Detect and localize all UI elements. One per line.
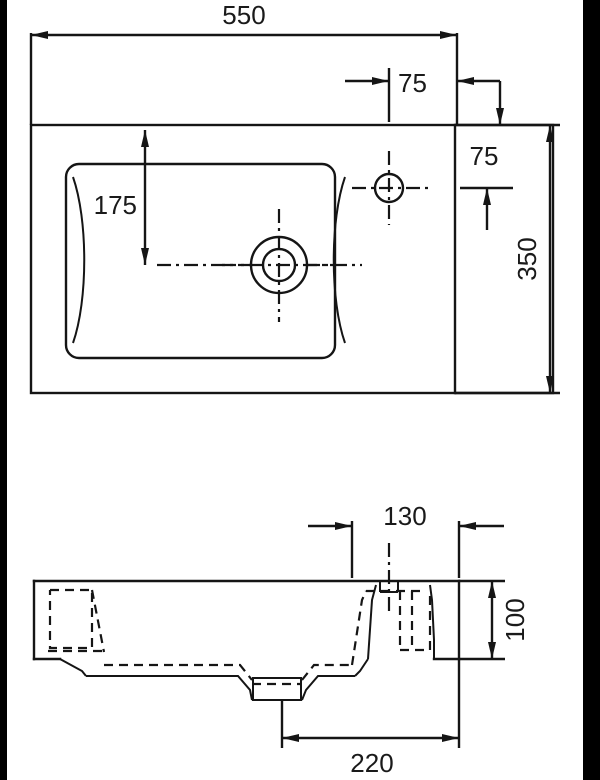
- front-view-tap-hole: [379, 543, 399, 616]
- dimension-tap-hole-from-right-top: 75: [345, 68, 500, 122]
- label-350: 350: [512, 237, 542, 280]
- right-border-bar: [583, 0, 600, 780]
- front-view-hidden-lines: [48, 588, 432, 686]
- dimension-body-height: 100: [459, 579, 530, 661]
- dimension-waste-from-right: 220: [280, 660, 461, 778]
- label-550: 550: [222, 0, 265, 30]
- dimension-bowl-offset: 175: [94, 130, 149, 265]
- front-view-waste-outlet: [252, 677, 302, 701]
- label-175: 175: [94, 190, 137, 220]
- label-130: 130: [383, 501, 426, 531]
- tap-hole-top-view: [352, 151, 428, 225]
- label-75-top: 75: [398, 68, 427, 98]
- dimension-overall-width: 550: [29, 0, 459, 125]
- top-view-outline: [29, 123, 555, 395]
- label-220: 220: [350, 748, 393, 778]
- dimension-tap-hole-from-back: 75: [460, 81, 513, 230]
- label-75-right: 75: [470, 141, 499, 171]
- front-view-bowl-profile: [59, 584, 435, 701]
- dimension-overall-depth: 350: [455, 123, 560, 395]
- dimension-tap-hole-front: 130: [308, 501, 504, 578]
- top-view-bowl: [64, 162, 346, 360]
- label-100: 100: [500, 598, 530, 641]
- left-border-bar: [0, 0, 7, 780]
